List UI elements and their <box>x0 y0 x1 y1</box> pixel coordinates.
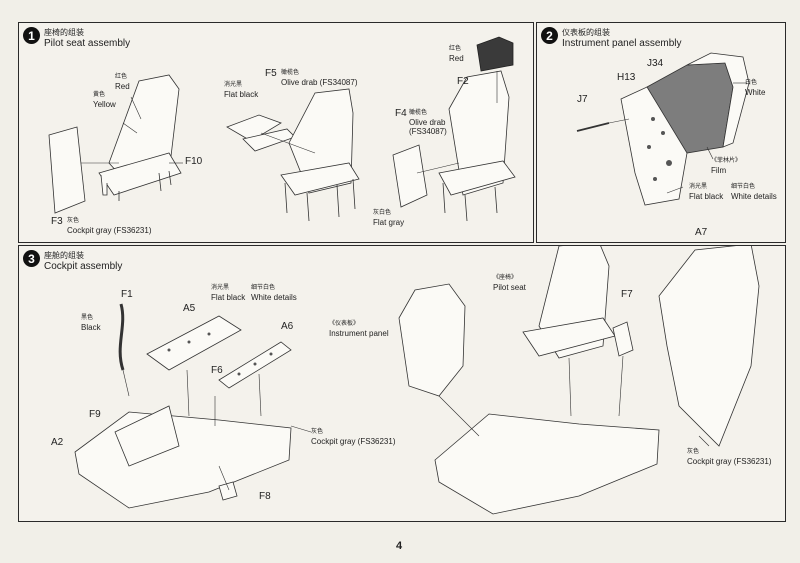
step-2-number: 2 <box>541 27 558 44</box>
instrument-panel-drawing <box>398 283 466 397</box>
part-f7-drawing <box>612 321 634 357</box>
cockpit-tub-drawing <box>434 413 660 515</box>
part-f3-drawing <box>48 126 86 214</box>
part-label-f4: F4 <box>395 108 407 119</box>
step-3-title-cn: 座舱的组装 <box>44 251 84 260</box>
part-label-f2: F2 <box>457 76 469 87</box>
page-number: 4 <box>396 540 403 552</box>
part-label-f10: F10 <box>185 156 203 167</box>
part-label-a2: A2 <box>51 437 64 448</box>
part-label-j7: J7 <box>577 94 588 105</box>
part-label-f5: F5 <box>265 68 277 79</box>
part-f4-drawing <box>392 144 428 208</box>
part-f2-drawing <box>476 36 514 72</box>
step-1-illustration <box>48 36 516 222</box>
step-3-panel: 3 座舱的组装 Cockpit assembly <box>18 228 786 522</box>
step-1-title: Pilot seat assembly <box>44 38 131 49</box>
part-label-j34: J34 <box>647 58 664 69</box>
step-2-panel: 2 仪表板的组装 Instrument panel assembly J34 H… <box>536 22 786 243</box>
step-2-header: 2 仪表板的组装 Instrument panel assembly <box>541 27 682 49</box>
step3-instrument-panel-label: 《仪表板》Instrument panel <box>329 321 389 338</box>
part-a5-drawing <box>146 315 242 371</box>
step-1-title-cn: 座椅的组装 <box>44 28 84 37</box>
part-j34-drawing <box>686 52 750 148</box>
part-label-h13: H13 <box>617 72 636 83</box>
step-2-title: Instrument panel assembly <box>562 38 682 49</box>
step-3-illustration <box>74 246 760 515</box>
step-1-number: 1 <box>23 27 40 44</box>
part-label-a6: A6 <box>281 321 294 332</box>
step-3-number: 3 <box>23 250 40 267</box>
part-label-a7: A7 <box>695 227 708 238</box>
part-label-f7: F7 <box>621 289 633 300</box>
part-a7-drawing <box>658 246 760 447</box>
part-label-f6: F6 <box>211 365 223 376</box>
step-1-panel: 1 座椅的组装 Pilot seat assembly <box>18 22 534 243</box>
step-2-title-cn: 仪表板的组装 <box>562 28 610 37</box>
part-label-a5: A5 <box>183 303 196 314</box>
part-f5-drawing <box>226 114 282 142</box>
part-label-f9: F9 <box>89 409 101 420</box>
part-j7-drawing <box>576 122 610 132</box>
part-label-f8: F8 <box>259 491 271 502</box>
step1-f3-label: F3 <box>51 216 63 227</box>
step2-film-label: 《菲林片》Film <box>711 158 742 175</box>
part-label-f1: F1 <box>121 289 133 300</box>
step-3-header: 3 座舱的组装 Cockpit assembly <box>23 250 122 272</box>
step-1-header: 1 座椅的组装 Pilot seat assembly <box>23 27 130 49</box>
step-2-illustration <box>576 52 750 206</box>
step3-pilot-seat-label: 《座椅》Pilot seat <box>493 275 526 292</box>
part-f9-drawing <box>114 405 180 467</box>
step-3-title: Cockpit assembly <box>44 261 123 272</box>
part-f8-drawing <box>218 481 238 501</box>
part-f1-drawing <box>118 303 125 371</box>
